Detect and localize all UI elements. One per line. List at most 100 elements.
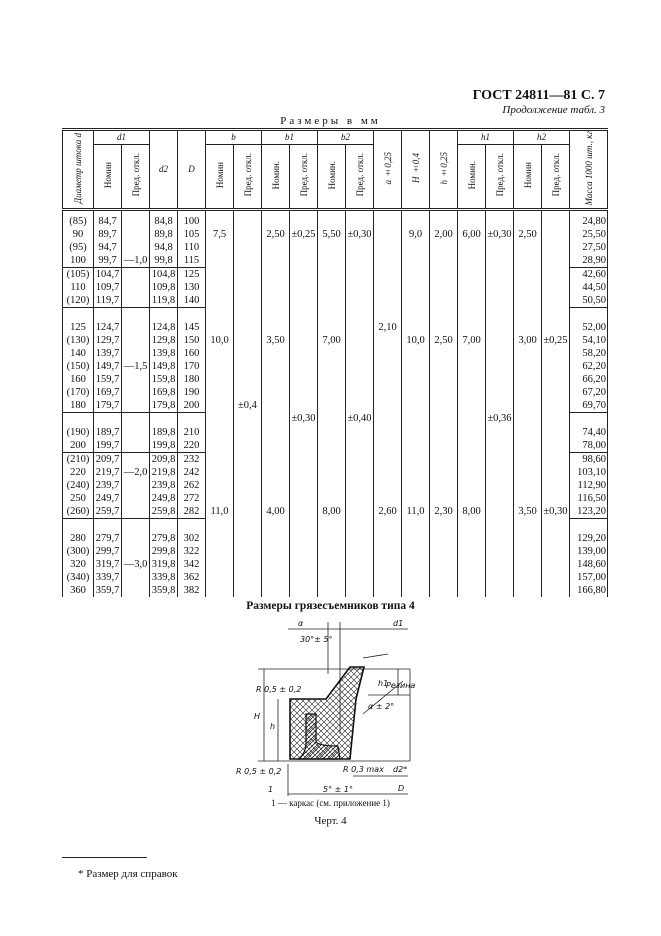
table-cell [513,293,542,308]
svg-text:R 0,3 max: R 0,3 max [343,765,384,774]
table-cell [345,452,374,466]
table-cell [261,293,290,308]
table-cell [429,385,458,399]
table-cell: 362 [177,570,206,584]
table-cell [121,478,150,492]
table-cell: 190 [177,385,206,399]
table-cell [401,518,430,532]
table-cell [457,280,486,294]
table-cell [93,518,122,532]
svg-text:5° ± 1°: 5° ± 1° [323,785,353,794]
svg-text:Резина: Резина [386,681,415,690]
table-cell: 99,7 [93,253,122,268]
table-cell: 242 [177,465,206,479]
table-cell [317,307,346,321]
table-cell [289,557,318,571]
table-cell [401,412,430,426]
table-cell [233,346,262,360]
table-cell [205,320,234,334]
subheader-5: Номин [205,143,234,210]
table-cell [373,227,402,241]
svg-text:D: D [398,784,404,793]
table-cell [429,293,458,308]
figure-caption: 1 — каркас (см. приложение 1) [271,798,390,808]
table-cell [289,438,318,453]
col-h: h ±0,25 [429,129,458,210]
table-cell [485,438,514,453]
table-cell [93,412,122,426]
table-cell [429,253,458,268]
table-cell [289,320,318,334]
table-cell: 100 [177,209,206,228]
table-cell [205,398,234,413]
table-cell [373,438,402,453]
table-cell: 10,0 [401,333,430,347]
table-cell [233,209,262,228]
table-cell [457,570,486,584]
table-cell: 100 [62,253,94,268]
table-cell [233,359,262,373]
table-cell: 94,8 [149,240,178,254]
svg-text:d2*: d2* [393,765,407,774]
table-cell [457,557,486,571]
table-cell: 189,8 [149,425,178,439]
table-cell: 7,5 [205,227,234,241]
table-cell [401,267,430,281]
table-cell [457,478,486,492]
table-cell [457,491,486,505]
table-cell [429,412,458,426]
subheader-2: Пред. откл. [121,143,150,210]
table-cell [513,398,542,413]
table-cell: 10,0 [205,333,234,347]
group-h2: h2 [513,129,570,145]
table-cell [513,491,542,505]
table-cell [317,346,346,360]
table-cell [177,412,206,426]
table-cell: 98,60 [569,452,608,466]
table-cell: 89,7 [93,227,122,241]
table-cell [485,359,514,373]
table-cell [373,385,402,399]
table-cell [121,267,150,281]
table-cell: 139,00 [569,544,608,558]
svg-text:h1: h1 [378,679,388,688]
table-cell [373,557,402,571]
table-cell [345,425,374,439]
table-cell: 4,00 [261,504,290,519]
table-cell [345,209,374,228]
table-cell [429,465,458,479]
table-cell: 159,8 [149,372,178,386]
table-cell [345,557,374,571]
table-cell: 11,0 [401,504,430,519]
table-cell [429,531,458,545]
table-cell [177,307,206,321]
table-cell: 179,8 [149,398,178,413]
table-cell [289,333,318,347]
table-cell [317,465,346,479]
subheader-15: Пред. откл. [485,143,514,210]
table-cell [121,570,150,584]
table-cell [373,398,402,413]
table-cell: 7,00 [317,333,346,347]
table-cell: 28,90 [569,253,608,268]
table-cell [345,240,374,254]
table-cell [457,531,486,545]
table-cell [401,240,430,254]
table-cell: ±0,25 [289,227,318,241]
col-d2: d2 [149,129,178,210]
table-cell [205,478,234,492]
table-cell [401,359,430,373]
table-cell [345,253,374,268]
table-cell [345,531,374,545]
table-cell [541,491,570,505]
table-cell [457,385,486,399]
table-cell [149,307,178,321]
table-cell: 148,60 [569,557,608,571]
table-cell [317,280,346,294]
table-cell [485,209,514,228]
